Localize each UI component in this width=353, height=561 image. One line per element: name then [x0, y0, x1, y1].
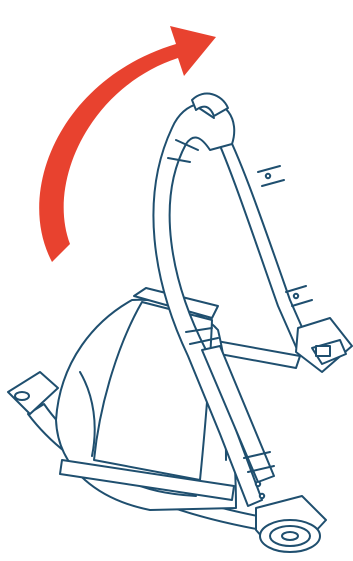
front-leg-tube	[201, 345, 275, 483]
rotate-arrow-icon	[39, 26, 216, 262]
rivet	[292, 292, 300, 300]
side-clip	[7, 371, 59, 415]
stroller-frame	[7, 92, 353, 553]
rivet	[258, 492, 266, 500]
front-leg-joint	[243, 451, 275, 473]
rivet	[254, 480, 262, 488]
rear-leg-joint	[257, 165, 313, 307]
front-wheel	[255, 495, 327, 553]
rivet	[264, 172, 272, 180]
rear-wheel-mount	[295, 317, 353, 373]
fold-arrow-shaft	[39, 26, 216, 262]
handle-tube	[152, 101, 263, 507]
handle-cap	[191, 92, 229, 117]
seat-strap	[59, 459, 235, 501]
handle-grip-seam	[167, 105, 219, 345]
rear-leg-tube	[211, 119, 313, 357]
